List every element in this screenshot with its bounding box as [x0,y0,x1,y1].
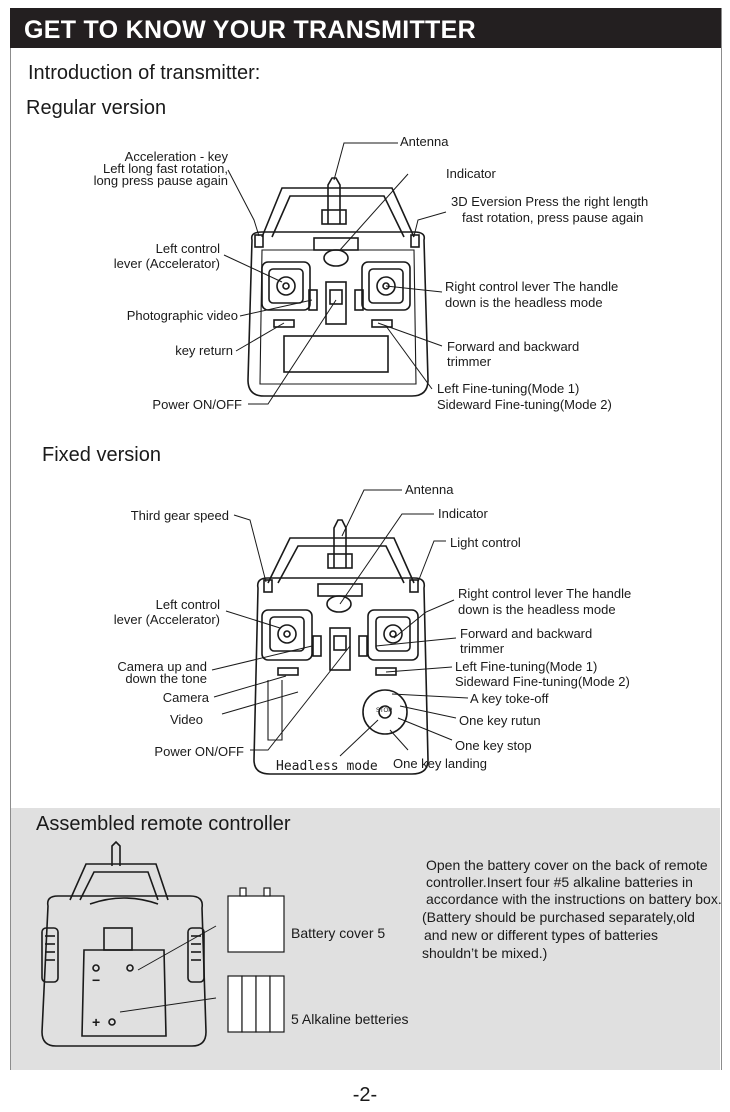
fix-fine-line2: Sideward Fine-tuning(Mode 2) [455,674,630,689]
reg-left-lever-line2: lever (Accelerator) [113,256,220,271]
reg-accel-line2: Left long fast rotation, [102,161,228,176]
page-title: GET TO KNOW YOUR TRANSMITTER [10,8,721,48]
intro-heading: Introduction of transmitter: [28,62,261,84]
reg-right-lever-line2: down is the headless mode [445,295,603,310]
compartment-plus: + [92,1014,101,1030]
page-number: -2- [352,1084,378,1106]
reg-indicator-label: Indicator [446,166,496,181]
fix-landing-label: One key landing [393,756,487,771]
reg-antenna-label: Antenna [400,134,449,149]
reg-trimmer-line2: trimmer [447,354,492,369]
instructions-line-4: (Battery should be purchased separately,… [422,909,695,925]
fix-right-lever-line2: down is the headless mode [458,602,616,617]
fix-left-lever-line1: Left control [155,597,220,612]
battery-cover-label: Battery cover 5 [291,925,386,941]
fix-camera-tone-line2: down the tone [125,671,207,686]
fix-power-label: Power ON/OFF [154,744,244,759]
reg-key-return-label: key return [175,343,233,358]
fixed-leader-lines [211,489,469,757]
compartment-minus: − [92,972,101,988]
fix-trimmer-line2: trimmer [460,641,505,656]
fix-trimmer-line1: Forward and backward [460,626,593,641]
reg-accel-key-label: Acceleration - key [124,149,228,164]
reg-left-lever-line1: Left control [155,241,220,256]
instructions-line-3: accordance with the instructions on batt… [426,891,722,907]
fix-video-label: Video [169,712,203,727]
fix-takeoff-label: A key toke-off [470,691,549,706]
fix-stop-button-text: STOP [376,708,393,714]
regular-version-heading: Regular version [26,97,167,119]
fix-headless-label: Headless mode [276,759,378,774]
assembled-heading: Assembled remote controller [36,813,291,835]
reg-accel-line3: long press pause again [93,173,228,188]
instructions-line-1: Open the battery cover on the back of re… [426,857,708,873]
page-frame [10,8,722,1070]
instructions-line-2: controller.Insert four #5 alkaline batte… [426,874,693,890]
alkaline-batteries-label: 5 Alkaline betteries [291,1011,409,1027]
fixed-version-heading: Fixed version [42,444,161,466]
fix-camera-tone-line1: Camera up and [117,659,207,674]
fix-light-control-label: Light control [450,535,521,550]
reg-fine-line2: Sideward Fine-tuning(Mode 2) [437,397,612,412]
fixed-transmitter-drawing [253,519,429,775]
reg-right-lever-line1: Right control lever The handle [445,279,619,294]
assembled-panel [11,808,720,1070]
fix-fine-line1: Left Fine-tuning(Mode 1) [455,659,598,674]
reg-power-label: Power ON/OFF [152,397,242,412]
instructions-line-5: and new or different types of batteries [424,927,658,943]
fix-right-lever-line1: Right control lever The handle [458,586,632,601]
regular-transmitter-drawing [247,177,429,397]
fix-left-lever-line2: lever (Accelerator) [113,612,220,627]
regular-leader-lines [223,142,447,405]
reg-photo-video-label: Photographic video [126,308,238,323]
fix-camera-label: Camera [162,690,209,705]
fix-stop-label: One key stop [455,738,532,753]
reg-trimmer-line1: Forward and backward [447,339,580,354]
fix-third-gear-label: Third gear speed [130,508,229,523]
fix-rutun-label: One key rutun [459,713,541,728]
reg-fine-line1: Left Fine-tuning(Mode 1) [437,381,580,396]
reg-eversion-line2: fast rotation, press pause again [462,210,644,225]
instructions-line-6: shouldn’t be mixed.) [422,945,548,961]
fix-antenna-label: Antenna [405,482,454,497]
fix-indicator-label: Indicator [438,506,488,521]
reg-eversion-line1: 3D Eversion Press the right length [451,194,649,209]
